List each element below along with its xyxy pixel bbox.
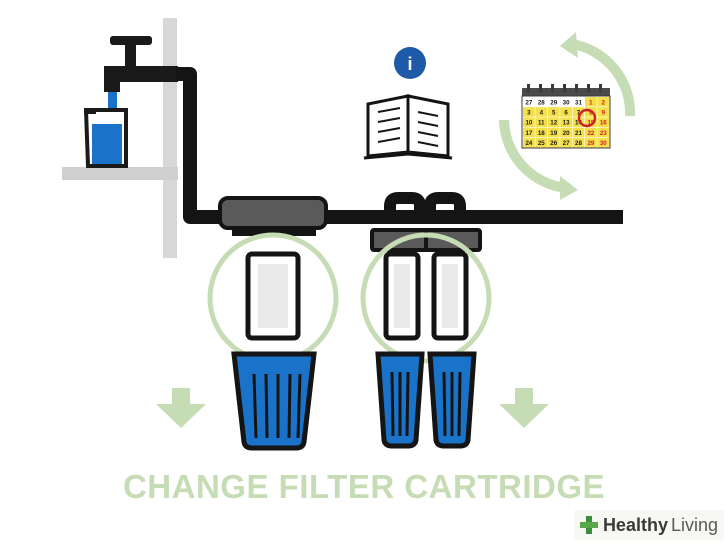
calendar-day: 15 (587, 120, 594, 127)
calendar-day: 13 (563, 120, 570, 127)
calendar-cell (535, 117, 548, 127)
single-filter-head (218, 196, 328, 236)
calendar-day: 5 (552, 110, 556, 117)
calendar-circled-day (577, 108, 597, 128)
down-arrow-icon (156, 388, 206, 428)
calendar-cell (585, 127, 597, 138)
calendar-ring (599, 84, 602, 92)
calendar-cell (535, 127, 548, 138)
single-housing-bowl (231, 351, 317, 451)
calendar-day: 20 (563, 130, 570, 137)
calendar-cell (547, 107, 560, 117)
calendar-day: 1 (589, 99, 593, 106)
calendar-cell (523, 127, 535, 138)
calendar-day: 25 (538, 140, 545, 147)
calendar-day: 6 (564, 110, 568, 117)
calendar-day: 10 (525, 120, 532, 127)
twin-housing-bowl-left (375, 351, 425, 449)
twin-cartridge-left (383, 251, 421, 341)
calendar-cell (560, 127, 572, 138)
calendar-day: 28 (538, 99, 545, 106)
caption: CHANGE FILTER CARTRIDGE (122, 468, 606, 505)
calendar-day: 22 (587, 130, 594, 137)
calendar-cell (547, 127, 560, 138)
calendar-cell (585, 117, 597, 127)
calendar-cell (572, 137, 585, 148)
glass-icon (83, 108, 128, 168)
calendar-day: 4 (540, 110, 544, 117)
calendar-day: 23 (600, 130, 607, 137)
calendar-cell (547, 137, 560, 148)
calendar-cell (597, 107, 610, 117)
shelf (62, 167, 178, 180)
down-arrow-icon (499, 388, 549, 428)
calendar-day: 7 (577, 110, 581, 117)
wall-post (163, 18, 177, 258)
calendar-day: 27 (563, 140, 570, 147)
calendar-day: 8 (589, 110, 593, 117)
manual-book-icon (363, 94, 453, 160)
calendar-day: 2 (602, 99, 606, 106)
calendar-day: 30 (600, 140, 607, 147)
calendar-cell (597, 137, 610, 148)
calendar-day: 17 (525, 130, 532, 137)
calendar-cell (572, 117, 585, 127)
twin-cartridge-right (431, 251, 469, 341)
calendar-cell (597, 117, 610, 127)
calendar-day: 21 (575, 130, 582, 137)
calendar-cell (572, 107, 585, 117)
info-icon: i (394, 47, 426, 79)
calendar-day: 14 (575, 120, 582, 127)
calendar-cell (560, 137, 572, 148)
calendar-day: 19 (550, 130, 557, 137)
calendar-cell (523, 137, 535, 148)
calendar-day: 27 (525, 99, 532, 106)
twin-housing-bowl-right (427, 351, 477, 449)
calendar-cell (597, 127, 610, 138)
calendar-day: 9 (602, 110, 606, 117)
twin-filter-head (370, 192, 482, 252)
calendar-cell (560, 117, 572, 127)
info-glyph: i (407, 54, 412, 74)
calendar-day: 18 (538, 130, 545, 137)
calendar-cell (560, 107, 572, 117)
calendar-day: 24 (525, 140, 532, 147)
calendar-ring (527, 84, 530, 92)
brand-plus-icon (579, 516, 598, 534)
calendar-day: 11 (538, 120, 545, 127)
calendar-day: 30 (563, 99, 570, 106)
calendar-ring (539, 84, 542, 92)
calendar-ring (551, 84, 554, 92)
calendar-day: 31 (575, 99, 582, 106)
brand-word-2: Living (670, 514, 718, 535)
calendar-cell (597, 97, 610, 107)
calendar-day: 3 (527, 110, 531, 117)
calendar-day: 16 (600, 120, 607, 127)
calendar-cell (523, 107, 535, 117)
calendar-cell (547, 117, 560, 127)
calendar-ring (587, 84, 590, 92)
calendar-cell (535, 107, 548, 117)
calendar-ring (575, 84, 578, 92)
calendar-cell (523, 117, 535, 127)
calendar-cell (585, 137, 597, 148)
calendar-day: 28 (575, 140, 582, 147)
calendar-ring (563, 84, 566, 92)
calendar-day: 12 (550, 120, 557, 127)
calendar-day: 29 (550, 99, 557, 106)
single-cartridge (245, 251, 301, 341)
calendar-day: 29 (587, 140, 594, 147)
water-pipe (176, 67, 623, 224)
brand-badge: Healthy Living (573, 510, 724, 540)
calendar-cell (572, 127, 585, 138)
calendar-cell (585, 97, 597, 107)
calendar-cell (535, 137, 548, 148)
brand-word-1: Healthy (602, 514, 668, 535)
twin-cartridge-highlight (360, 232, 492, 364)
calendar-day: 26 (550, 140, 557, 147)
refresh-arrows-icon (499, 32, 636, 200)
